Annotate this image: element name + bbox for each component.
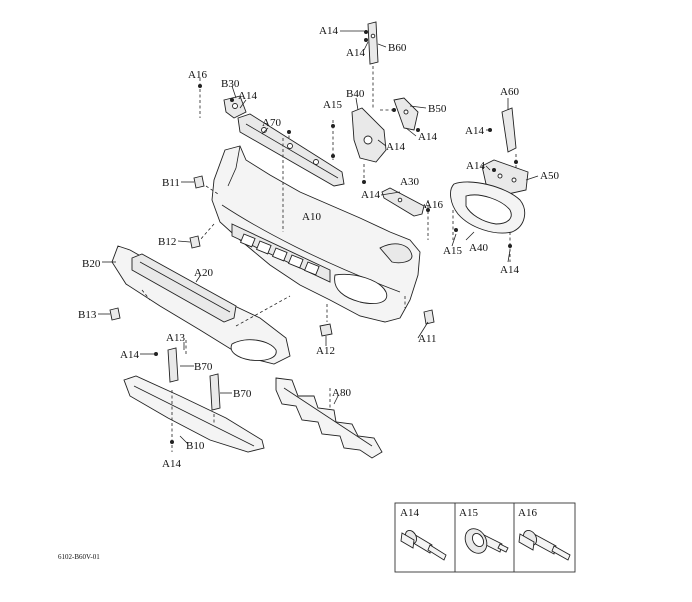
hex-bolt-icon bbox=[518, 530, 571, 561]
clip-b13 bbox=[109, 307, 121, 321]
label-a14-b60: A14 bbox=[346, 47, 365, 59]
bumper-grille-openings bbox=[239, 233, 320, 276]
label-b11: B11 bbox=[162, 177, 180, 189]
label-a16-a30: A16 bbox=[424, 199, 443, 211]
bumper-cover-a10 bbox=[211, 145, 421, 323]
label-a15-top: A15 bbox=[323, 99, 342, 111]
label-a14-a60: A14 bbox=[465, 125, 484, 137]
clip-b11 bbox=[193, 175, 205, 189]
label-a14-b30: A14 bbox=[238, 90, 257, 102]
part-labels: A14 A14 B60 A16 B30 A14 A70 A15 B40 B50 … bbox=[78, 25, 559, 470]
label-b70-left: B70 bbox=[194, 361, 213, 373]
washer-bolt-icon bbox=[464, 528, 509, 554]
label-a15-a40: A15 bbox=[443, 245, 462, 257]
bracket-b60 bbox=[367, 21, 379, 65]
label-a14-top: A14 bbox=[319, 25, 338, 37]
label-b50: B50 bbox=[428, 103, 447, 115]
label-a60: A60 bbox=[500, 86, 519, 98]
fastener-dots bbox=[154, 30, 518, 444]
bracket-b30 bbox=[223, 95, 247, 119]
bracket-b70-right bbox=[209, 373, 221, 411]
grille-frame-a20 bbox=[131, 253, 237, 323]
legend-label-a15: A15 bbox=[459, 507, 478, 519]
figure-code: 6102-B60V-01 bbox=[58, 553, 100, 561]
label-b12: B12 bbox=[158, 236, 176, 248]
label-a14-b40: A14 bbox=[386, 141, 405, 153]
clip-a11 bbox=[423, 309, 435, 325]
label-a13: A13 bbox=[166, 332, 185, 344]
label-a50: A50 bbox=[540, 170, 559, 182]
label-a10: A10 bbox=[302, 211, 321, 223]
label-b60: B60 bbox=[388, 42, 407, 54]
legend-label-a16: A16 bbox=[518, 507, 537, 519]
label-b13: B13 bbox=[78, 309, 97, 321]
flange-bolt-icon bbox=[400, 529, 447, 561]
clip-a12 bbox=[319, 323, 333, 337]
clip-b12 bbox=[189, 235, 201, 249]
lower-skid-plate-b10 bbox=[123, 375, 265, 453]
label-a11: A11 bbox=[418, 333, 437, 345]
label-a12: A12 bbox=[316, 345, 335, 357]
bracket-a60 bbox=[501, 107, 517, 153]
bracket-b50 bbox=[393, 97, 419, 131]
legend-label-a14: A14 bbox=[400, 507, 419, 519]
bracket-b40 bbox=[351, 107, 387, 163]
label-b30: B30 bbox=[221, 78, 240, 90]
energy-absorber-a80 bbox=[275, 377, 383, 459]
bracket-a30 bbox=[381, 187, 425, 217]
label-b20: B20 bbox=[82, 258, 101, 270]
label-a14-a30: A14 bbox=[361, 189, 380, 201]
label-a40: A40 bbox=[469, 242, 488, 254]
label-a14-b50: A14 bbox=[418, 131, 437, 143]
label-a30: A30 bbox=[400, 176, 419, 188]
label-a16-top: A16 bbox=[188, 69, 207, 81]
label-a70: A70 bbox=[262, 117, 281, 129]
label-b70-right: B70 bbox=[233, 388, 252, 400]
fog-lamp-bezel-a40 bbox=[450, 181, 526, 234]
label-b10: B10 bbox=[186, 440, 205, 452]
fastener-legend: A14 A15 A16 bbox=[394, 502, 576, 573]
label-a14-a50: A14 bbox=[466, 160, 485, 172]
label-a14-bottom: A14 bbox=[162, 458, 181, 470]
label-a20: A20 bbox=[194, 267, 213, 279]
label-a80: A80 bbox=[332, 387, 351, 399]
leader-lines bbox=[98, 30, 539, 445]
label-a14-a40: A14 bbox=[500, 264, 519, 276]
label-a14-b70: A14 bbox=[120, 349, 139, 361]
bracket-b70-left bbox=[167, 347, 179, 383]
label-b40: B40 bbox=[346, 88, 365, 100]
